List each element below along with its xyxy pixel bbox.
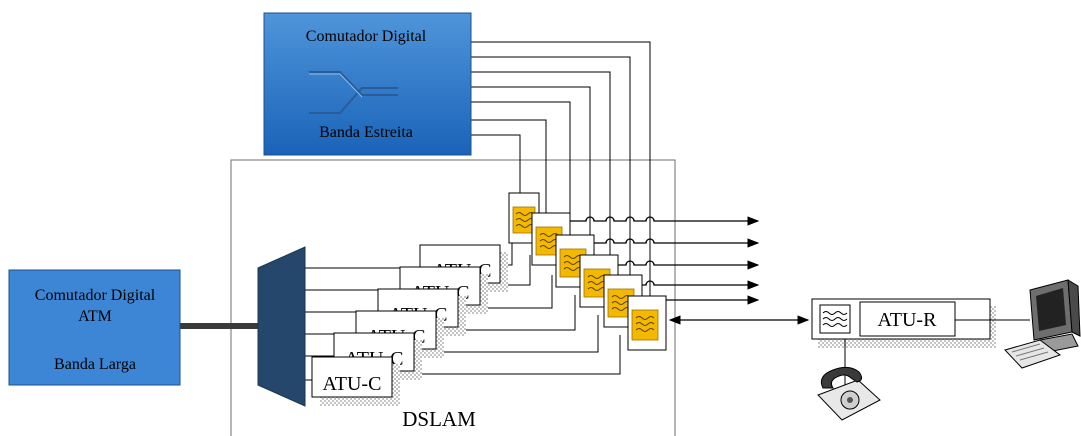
- splitter-filter-icon: [587, 275, 607, 291]
- splitter-filter-icon: [539, 233, 559, 249]
- splitter-filter-icon: [611, 295, 631, 311]
- atu-c-label: ATU-C: [323, 373, 382, 395]
- dslam-frame: [230, 159, 676, 436]
- narrowband-switch-title: Comutador Digital: [306, 28, 427, 45]
- atu-r-label: ATU-R: [878, 309, 938, 331]
- splitter-filter-icon: [822, 311, 848, 327]
- crossover-switch-icon: [309, 71, 398, 114]
- computer-icon: [1004, 279, 1081, 369]
- broadband-switch-line1: Comutador Digital: [35, 287, 156, 304]
- splitter-filter-icon: [563, 255, 583, 271]
- narrowband-switch-subtitle: Banda Estreita: [319, 124, 413, 141]
- splitter-filter-icon: [635, 316, 655, 332]
- atu-c-modem-stack: ATU-C ATU-C ATU-C ATU-C ATU-C ATU-C: [311, 244, 508, 406]
- dslam-label: DSLAM: [402, 407, 476, 431]
- dslam-multiplexer: [257, 246, 306, 407]
- narrowband-switch: Comutador Digital Banda Estreita: [263, 12, 472, 156]
- broadband-switch: Comutador Digital ATM Banda Larga: [8, 269, 181, 386]
- broadband-switch-line3: Banda Larga: [54, 356, 136, 373]
- modem-to-splitter-lines: [392, 230, 621, 375]
- splitter-card: [627, 295, 667, 351]
- atu-r-modem: [859, 301, 956, 337]
- broadband-switch-line2: ATM: [78, 308, 112, 325]
- telephone-icon: [817, 366, 881, 421]
- splitter-stack: [508, 192, 667, 351]
- atu-c-modem: ATU-C: [311, 356, 400, 406]
- narrowband-lines: [470, 41, 651, 300]
- customer-premises: ATU-R: [811, 298, 1030, 385]
- splitter-filter-icon: [515, 212, 535, 228]
- subscriber-line-arrows: [570, 216, 810, 325]
